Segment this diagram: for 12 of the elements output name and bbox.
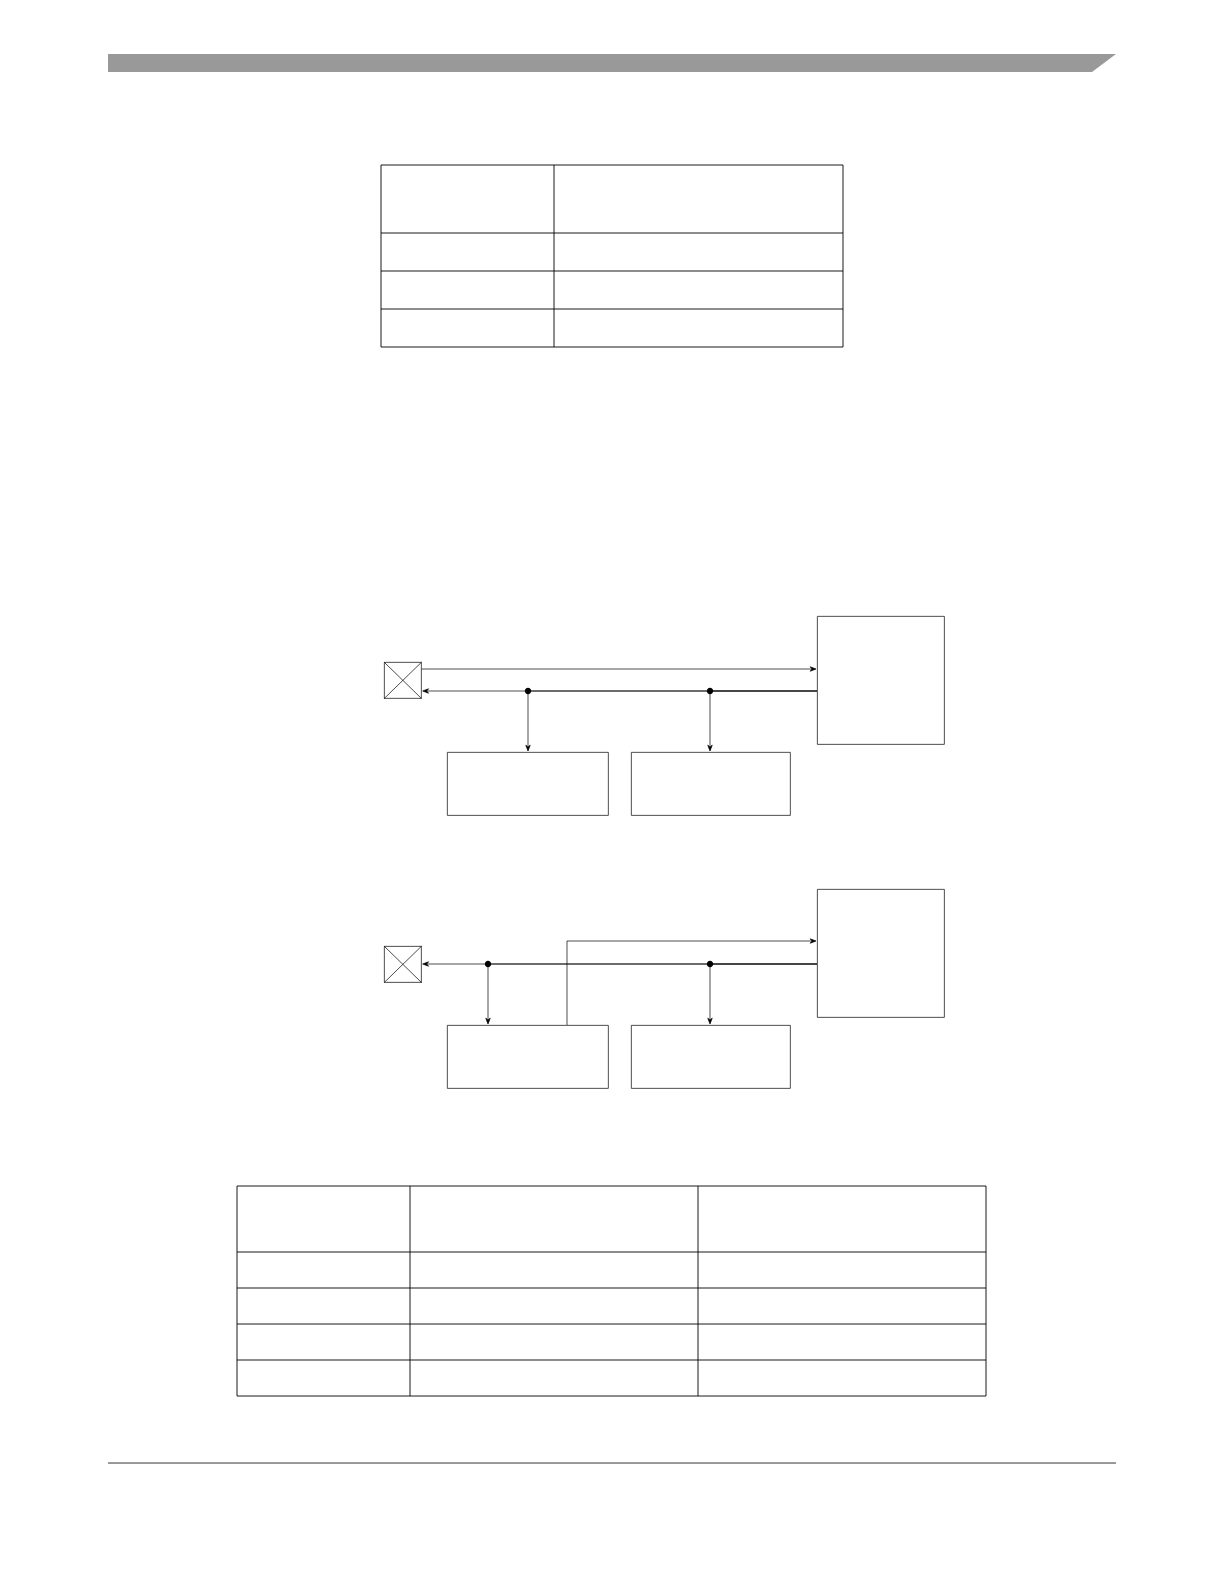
arrow [707, 690, 818, 752]
block-box [817, 889, 945, 1018]
block-box [631, 1025, 791, 1089]
pad-symbol [383, 945, 423, 984]
block-box [447, 752, 609, 816]
arrow [707, 963, 818, 1025]
arrow [566, 938, 817, 1026]
block-box [817, 616, 945, 745]
block-box [447, 1025, 609, 1089]
pad-symbol [383, 661, 423, 700]
arrow [421, 666, 817, 672]
block-box [631, 752, 791, 816]
